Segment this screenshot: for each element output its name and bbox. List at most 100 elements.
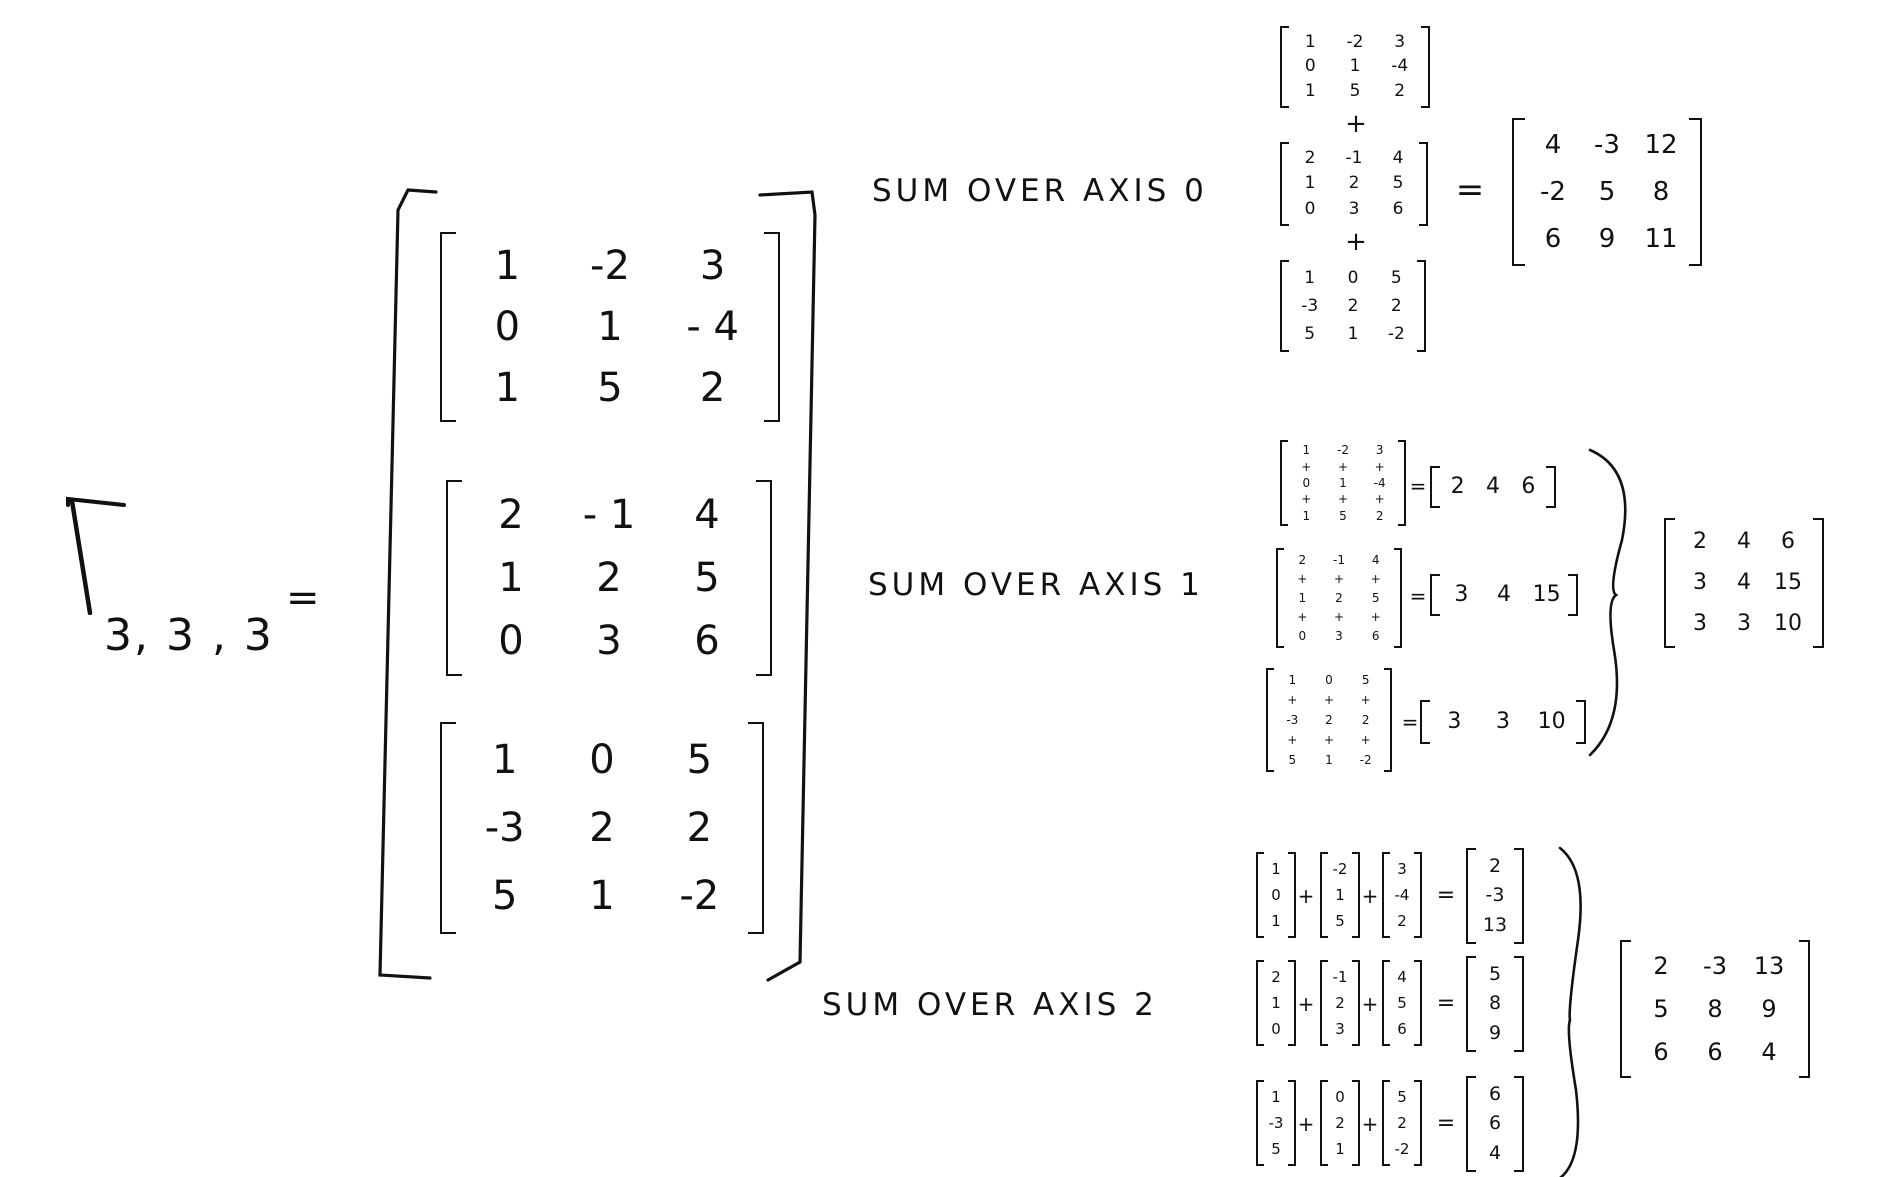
matrix-cell: 1 xyxy=(1302,443,1311,458)
matrix-cell: 6 xyxy=(1488,1083,1502,1106)
matrix-cell: + xyxy=(1333,610,1345,625)
matrix-cell: 2 xyxy=(1361,713,1370,727)
tensor-symbol: T xyxy=(62,495,132,616)
axis2-result-2-right-bracket xyxy=(1514,1076,1524,1172)
matrix-cell: 2 xyxy=(498,492,524,539)
axis2-equals-2: = xyxy=(1436,1111,1456,1136)
matrix-cell: 5 xyxy=(1271,1139,1281,1158)
matrix-cell: 2 xyxy=(1397,1113,1407,1132)
matrix-cell: -2 xyxy=(1337,443,1349,458)
matrix-cell: 9 xyxy=(1488,1021,1502,1044)
matrix-cell: 15 xyxy=(1774,569,1802,595)
axis1-equals-1: = xyxy=(1409,584,1427,608)
matrix-cell: -1 xyxy=(1332,967,1348,986)
axis1-column-stack-0-left-bracket xyxy=(1280,440,1288,526)
matrix-cell: 1 xyxy=(1271,859,1281,878)
matrix-cell: 5 xyxy=(1488,963,1502,986)
matrix-cell: 3 xyxy=(1737,610,1751,636)
matrix-cell: 1 xyxy=(1302,508,1311,523)
matrix-cell: 9 xyxy=(1598,223,1616,254)
matrix-cell: 2 xyxy=(589,805,615,851)
matrix-cell: 5 xyxy=(1653,994,1669,1023)
axis0-equals: = xyxy=(1455,170,1485,210)
matrix-cell: 1 xyxy=(1304,81,1316,102)
matrix-cell: -4 xyxy=(1373,475,1386,490)
matrix-cell: 4 xyxy=(1371,552,1380,567)
matrix-cell: 3 xyxy=(1394,31,1406,52)
matrix-cell: 3 xyxy=(699,243,726,290)
matrix-cell: 2 xyxy=(1693,529,1707,555)
matrix-cell: -3 xyxy=(484,805,525,851)
axis2-plus-1-1: + xyxy=(1361,992,1379,1016)
matrix-cell: 4 xyxy=(1496,582,1511,607)
matrix-cell: 6 xyxy=(1653,1038,1669,1067)
matrix-cell: 0 xyxy=(1335,1087,1345,1106)
axis0-matrix-1-right-bracket xyxy=(1419,142,1428,226)
matrix-cell: 1 xyxy=(1335,1139,1345,1158)
tensor-slice-1-left-bracket xyxy=(446,480,462,676)
axis2-vector-2-1-right-bracket xyxy=(1352,1080,1360,1166)
lhs-equals-sign: = xyxy=(286,575,320,621)
matrix-cell: -3 xyxy=(1268,1113,1284,1132)
matrix-cell: - 1 xyxy=(582,492,636,539)
axis2-vector-2-1-left-bracket xyxy=(1320,1080,1328,1166)
matrix-cell: 11 xyxy=(1644,223,1678,254)
matrix-cell: + xyxy=(1301,459,1312,474)
axis2-result-1-right-bracket xyxy=(1514,956,1524,1052)
matrix-cell: 1 xyxy=(1298,590,1307,605)
matrix-cell: 5 xyxy=(1288,753,1297,767)
axis2-vector-0-0-right-bracket xyxy=(1288,852,1296,938)
matrix-cell: 5 xyxy=(1397,1087,1407,1106)
axis2-vector-0-0-left-bracket xyxy=(1256,852,1264,938)
matrix-cell: 2 xyxy=(1271,967,1281,986)
label-sum-axis-0: SUM OVER AXIS 0 xyxy=(872,173,1208,209)
matrix-cell: 5 xyxy=(1397,993,1407,1012)
axis2-final-left-bracket xyxy=(1620,940,1631,1078)
matrix-cell: 3 xyxy=(1348,198,1360,219)
matrix-cell: 3 xyxy=(1693,569,1707,595)
matrix-cell: 2 xyxy=(686,805,713,851)
axis2-plus-2-1: + xyxy=(1361,1112,1379,1136)
axis1-column-stack-0-right-bracket xyxy=(1398,440,1406,526)
matrix-cell: 4 xyxy=(1737,569,1751,595)
matrix-cell: -4 xyxy=(1391,56,1409,77)
matrix-cell: 1 xyxy=(1325,753,1333,767)
matrix-cell: -3 xyxy=(1703,951,1727,980)
matrix-cell: + xyxy=(1360,733,1371,747)
matrix-cell: 0 xyxy=(1271,885,1281,904)
axis2-vector-2-0-left-bracket xyxy=(1256,1080,1264,1166)
matrix-cell: 1 xyxy=(1304,267,1316,288)
axis2-vector-2-0-right-bracket xyxy=(1288,1080,1296,1166)
matrix-cell: 3 xyxy=(1335,1019,1345,1038)
matrix-cell: 3 xyxy=(1454,582,1469,607)
axis2-result-1-left-bracket xyxy=(1466,956,1476,1052)
tensor-slice-0-left-bracket xyxy=(440,232,456,422)
matrix-cell: 3 xyxy=(1335,629,1343,644)
axis1-result-2-left-bracket xyxy=(1420,700,1430,744)
axis1-result-2-right-bracket xyxy=(1576,700,1586,744)
matrix-cell: 4 xyxy=(1485,474,1500,499)
matrix-cell: 5 xyxy=(1392,173,1404,194)
matrix-cell: 1 xyxy=(1304,173,1316,194)
axis0-result-right-bracket xyxy=(1689,118,1702,266)
axis2-plus-0-0: + xyxy=(1297,884,1315,908)
matrix-cell: 8 xyxy=(1707,994,1723,1023)
matrix-cell: 4 xyxy=(1397,967,1407,986)
axis1-column-stack-1-right-bracket xyxy=(1394,548,1402,648)
matrix-cell: -3 xyxy=(1485,884,1505,907)
matrix-cell: 4 xyxy=(1761,1038,1777,1067)
matrix-cell: - 4 xyxy=(686,303,739,350)
axis1-curly-brace xyxy=(1588,448,1627,757)
matrix-cell: 5 xyxy=(1598,176,1616,207)
